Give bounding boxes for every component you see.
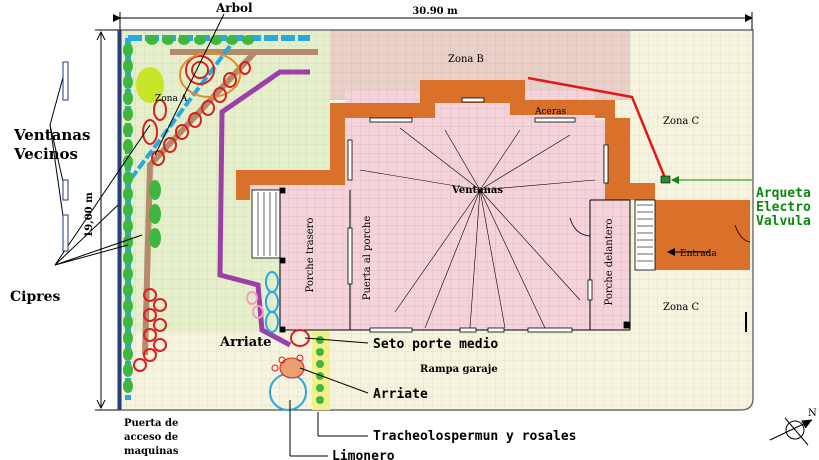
yellow-tree <box>136 67 164 103</box>
entrada-block <box>655 200 750 270</box>
entrada-label: Entrada <box>680 249 717 259</box>
zona-c-upper-label: Zona C <box>663 116 700 127</box>
arqueta-box <box>660 175 671 184</box>
arqueta-line2: Electro <box>756 200 811 215</box>
arqueta-line3: Valvula <box>756 214 811 229</box>
arriate-upper-label: Arriate <box>219 335 271 350</box>
zona-a-label: Zona A <box>155 94 188 104</box>
purple-path <box>217 69 310 348</box>
leader-lines <box>49 13 369 457</box>
compass-icon: N <box>769 408 817 446</box>
seto-hedge <box>312 332 330 410</box>
ventanas-vecinos-line2: Vecinos <box>13 145 78 163</box>
arqueta-line1: Arqueta <box>756 186 811 201</box>
porche-delantero-label: Porche delantero <box>604 219 615 306</box>
porche-trasero-label: Porche trasero <box>305 218 316 293</box>
arriate-lower-label: Arriate <box>373 387 428 402</box>
cipres-label: Cipres <box>10 289 61 305</box>
house <box>236 80 751 333</box>
zona-c-lower-label: Zona C <box>663 302 700 313</box>
arriate-upper <box>246 271 310 347</box>
lower-left-plants <box>133 288 167 372</box>
zona-b-label: Zona B <box>448 54 484 65</box>
puerta-acceso-line2: acceso de <box>124 432 178 443</box>
ventanas-rays <box>359 127 596 329</box>
puerta-acceso-line1: Puerta de <box>124 418 178 429</box>
dimension-width-label: 30.90 m <box>412 6 458 17</box>
tracheo-label: Tracheolospermun y rosales <box>373 429 577 444</box>
dimension-width: 30.90 m <box>113 6 753 30</box>
puerta-acceso-line3: maquinas <box>124 446 179 457</box>
electro-valve-line <box>527 76 667 179</box>
seto-label: Seto porte medio <box>373 337 498 352</box>
house-wall <box>236 80 655 200</box>
ventanas-label: Ventanas <box>451 185 503 196</box>
svg-text:N: N <box>808 408 817 419</box>
tree-circles <box>142 52 251 166</box>
arriate-lower <box>269 354 307 411</box>
neighbour-windows <box>62 61 69 252</box>
dimension-height: 19,00 m <box>84 29 118 411</box>
puerta-porche-label: Puerta al porche <box>362 216 373 301</box>
arbol-label: Arbol <box>215 1 253 15</box>
aceras-label: Aceras <box>534 107 567 117</box>
rampa-label: Rampa garaje <box>420 364 498 375</box>
limonero-label: Limonero <box>332 449 395 460</box>
ventanas-vecinos-line1: Ventanas <box>13 126 90 144</box>
